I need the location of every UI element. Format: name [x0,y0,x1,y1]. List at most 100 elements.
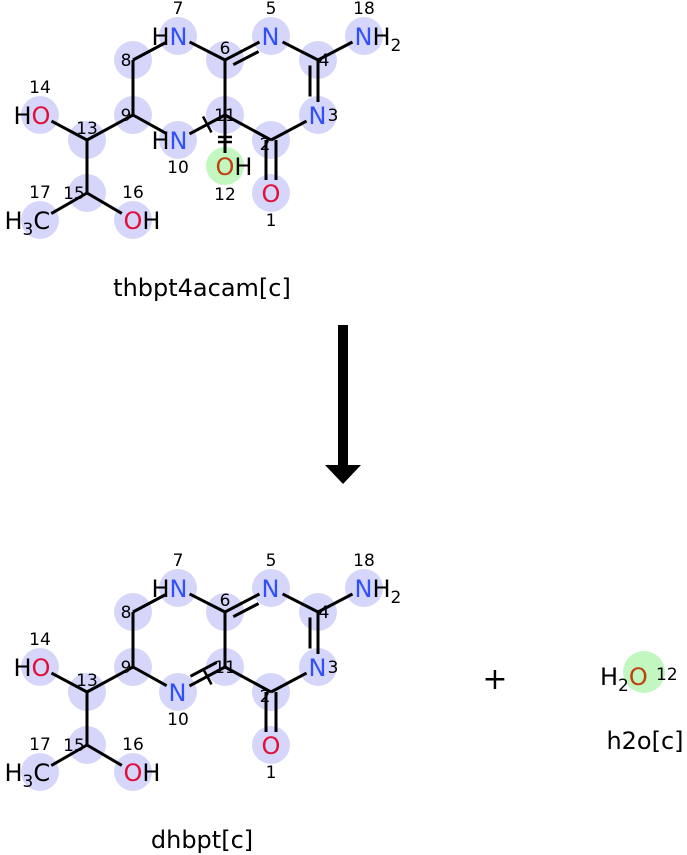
bond-8-7 [132,592,168,614]
bond-13-14 [50,119,88,142]
atom-highlight-17 [21,201,59,239]
atom-highlight-14 [21,96,59,134]
atom-number-3: 3 [328,106,339,126]
bond-8-7 [132,40,168,62]
atom-number-18: 18 [353,0,375,19]
atom-label-1: O [262,732,281,760]
atom-number-10: 10 [167,710,189,730]
atom-number-3: 3 [328,658,339,678]
atom-number-2: 2 [260,135,271,155]
atom-number-16: 16 [122,735,144,755]
atom-number-13: 13 [76,119,98,139]
reactant-name: thbpt4acam[c] [113,274,291,302]
plus-sign: + [482,662,507,697]
atom-number-8: 8 [121,603,132,623]
bond-6-5 [224,592,261,614]
atom-label-14: HO [14,654,51,682]
atom-highlight-3 [299,96,337,134]
atom-number-6: 6 [220,591,231,611]
atom-highlight-1 [252,726,290,764]
atom-label-16: OH [124,207,161,235]
atom-highlight-5 [252,569,290,607]
atom-number-4: 4 [319,603,330,623]
atom-number-17: 17 [29,735,51,755]
atom-label-1: O [262,180,281,208]
atom-number-15: 15 [63,184,85,204]
atom-number-9: 9 [121,106,132,126]
atom-highlight-12 [206,147,244,185]
atom-number-15: 15 [63,736,85,756]
atom-highlight-18 [345,17,383,55]
bond-15-16 [86,743,123,767]
atom-label-3: N [309,102,327,130]
bond-9-13 [86,113,134,142]
atom-label-10: N [169,679,187,707]
atom-highlight-10 [159,121,197,159]
bond-4-18 [317,592,354,614]
atom-highlight-10 [159,673,197,711]
atom-label-3: N [309,654,327,682]
bond-7-6 [188,592,226,614]
atom-number-14: 14 [29,78,51,98]
atom-highlight-5 [252,17,290,55]
atom-number-18: 18 [353,551,375,571]
bond-3-2 [270,119,308,142]
atom-highlight-14 [21,648,59,686]
atom-highlight-1 [252,174,290,212]
atom-number-11: 11 [214,658,236,678]
bond-2-11 [224,113,272,142]
atom-number-9: 9 [121,658,132,678]
atom-label-17: H3C [5,759,51,792]
atom-number-1: 1 [266,763,277,783]
product-name-water: h2o[c] [606,727,683,755]
bond-5-4 [281,592,319,614]
atom-highlight-16 [114,753,152,791]
product-molecule-water: H2O 12 [600,651,678,696]
atom-highlight-17 [21,753,59,791]
bond-2-11 [224,665,272,694]
atom-number-7: 7 [173,551,184,571]
bond-3-2 [270,671,308,694]
atom-number-5: 5 [266,551,277,571]
bond-15-16 [86,191,123,215]
bond-9-10 [132,665,168,687]
atom-number-5: 5 [266,0,277,19]
water-o: O [629,663,648,691]
atom-number-11: 11 [214,106,236,126]
atom-number-10: 10 [167,158,189,178]
atom-number-7: 7 [173,0,184,19]
atom-number-2: 2 [260,687,271,707]
atom-number-8: 8 [121,51,132,71]
atom-highlight-18 [345,569,383,607]
atom-number-14: 14 [29,630,51,650]
bond-5-4 [281,40,319,62]
reaction-arrow [325,325,361,484]
atom-label-5: N [262,575,280,603]
bond-7-6 [188,40,226,62]
bond-13-14 [50,671,88,694]
water-h: H [600,663,618,691]
atom-label-18: NH2 [355,23,402,56]
atom-highlight-7 [159,17,197,55]
bond-15-17 [50,191,88,215]
svg-text:H2O: H2O [600,663,648,696]
atom-label-16: OH [124,759,161,787]
bond-15-17 [50,743,88,767]
atom-number-4: 4 [319,51,330,71]
atom-number-1: 1 [266,211,277,231]
atom-highlight-16 [114,201,152,239]
atom-highlight-7 [159,569,197,607]
atom-label-7: HN [152,23,188,51]
atom-label-7: HN [152,575,188,603]
water-atom-number: 12 [656,665,678,685]
atom-label-17: H3C [5,207,51,240]
atom-number-13: 13 [76,671,98,691]
product-name-dhbpt: dhbpt[c] [151,826,253,854]
atom-label-12: OH [216,153,253,181]
bond-9-10 [132,113,168,135]
bond-9-13 [86,665,134,694]
bond-4-18 [317,40,354,62]
